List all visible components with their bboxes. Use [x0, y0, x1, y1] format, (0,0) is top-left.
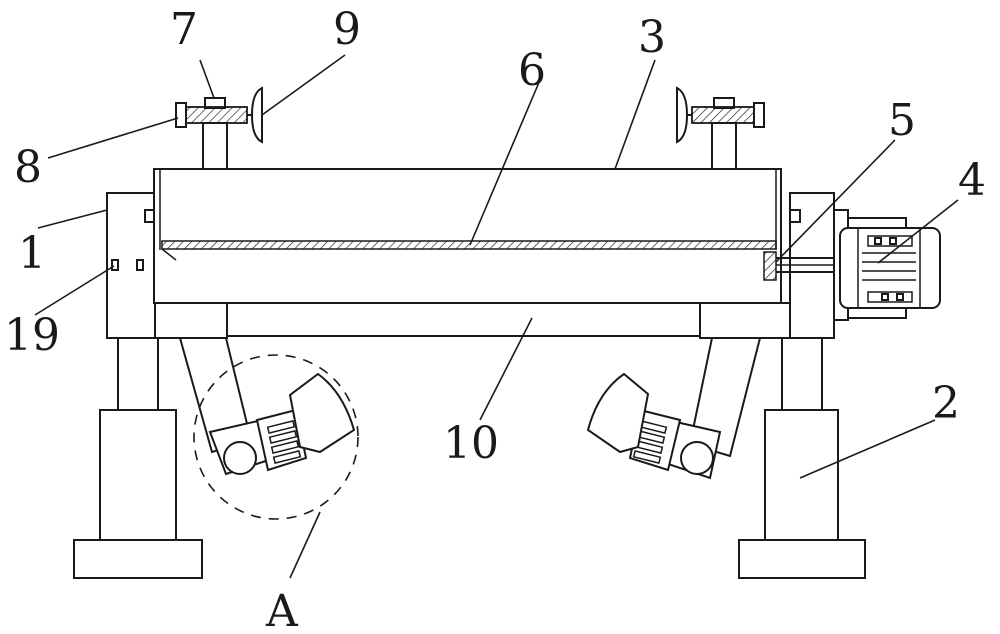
callout-labels: 7 9 8 3 6 5 4 1 19 10 2 A [4, 4, 986, 634]
screw-rod-8 [175, 102, 248, 128]
label-8: 8 [14, 142, 42, 193]
leader-lines [34, 54, 959, 579]
right-support-arm [586, 337, 762, 480]
label-7: 7 [170, 4, 198, 55]
label-10: 10 [443, 418, 499, 469]
right-clamp [676, 86, 765, 170]
motor-4 [833, 209, 941, 321]
label-3: 3 [638, 12, 666, 63]
bottom-plate-10 [225, 302, 701, 337]
left-support-arm [178, 337, 359, 520]
pressure-pad-9 [247, 86, 263, 144]
spring-5 [763, 251, 838, 281]
label-2: 2 [932, 378, 960, 429]
right-leg-2 [738, 337, 866, 579]
label-19: 19 [4, 310, 60, 361]
screen-6 [161, 240, 777, 261]
label-9: 9 [333, 4, 361, 55]
post-7 [202, 97, 228, 170]
indicator-19 [111, 259, 144, 271]
label-6: 6 [518, 45, 546, 96]
label-5: 5 [888, 95, 916, 146]
left-leg [73, 337, 203, 579]
label-1: 1 [18, 228, 46, 279]
detail-circle-a [193, 354, 359, 520]
trough-3 [153, 168, 782, 304]
label-a: A [265, 586, 299, 634]
label-4: 4 [958, 155, 986, 206]
